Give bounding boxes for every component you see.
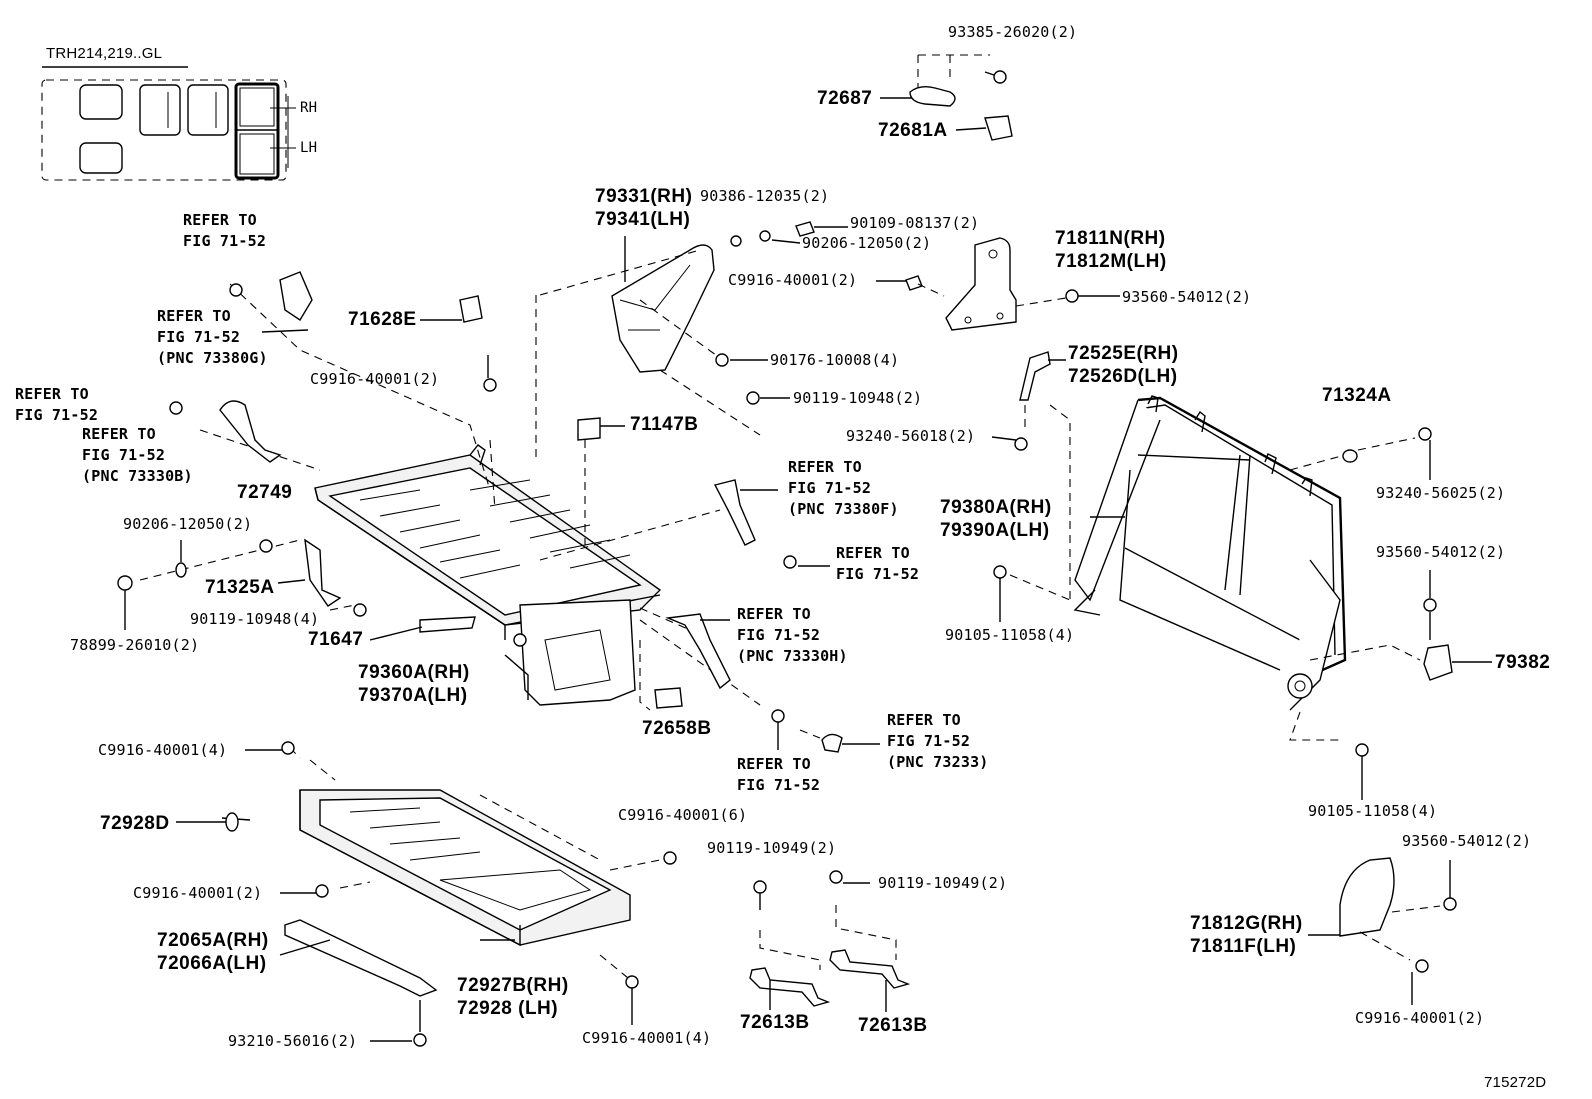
part-90109[interactable]: 90109-08137(2): [850, 214, 980, 232]
part-72658B[interactable]: 72658B: [642, 718, 712, 739]
part-71811N[interactable]: 71811N(RH): [1055, 228, 1166, 249]
part-72526D[interactable]: 72526D(LH): [1068, 366, 1178, 387]
part-90105b[interactable]: 90105-11058(4): [1308, 802, 1438, 820]
part-72065A[interactable]: 72065A(RH): [157, 930, 269, 951]
part-C9916-c[interactable]: C9916-40001(4): [98, 741, 228, 759]
part-93560a[interactable]: 93560-54012(2): [1122, 288, 1252, 306]
lever-72525E: [991, 351, 1071, 600]
part-72687[interactable]: 72687: [817, 88, 873, 109]
inset-rh-label: RH: [300, 100, 318, 116]
part-90386[interactable]: 90386-12035(2): [700, 187, 830, 205]
part-71811F[interactable]: 71811F(LH): [1190, 936, 1297, 957]
side-cover-71812G: [1308, 857, 1457, 1005]
rail-72065A: [279, 919, 438, 1047]
part-72613B-a[interactable]: 72613B: [740, 1012, 810, 1033]
part-79341[interactable]: 79341(LH): [595, 209, 691, 230]
part-93560b[interactable]: 93560-54012(2): [1376, 543, 1506, 561]
part-90119c[interactable]: 90119-10949(2): [707, 839, 837, 857]
part-79390A[interactable]: 79390A(LH): [940, 520, 1050, 541]
part-72927B[interactable]: 72927B(RH): [457, 975, 569, 996]
part-93240b[interactable]: 93240-56025(2): [1376, 484, 1506, 502]
part-71628E[interactable]: 71628E: [348, 309, 417, 330]
lower-tray-72927B: [176, 741, 677, 1025]
seatbelt-parts-left: [117, 271, 497, 630]
bracket-79331: [539, 221, 848, 436]
part-72681A[interactable]: 72681A: [878, 120, 948, 141]
part-79370A[interactable]: 79370A(LH): [358, 685, 468, 706]
part-93210[interactable]: 93210-56016(2): [228, 1032, 358, 1050]
part-C9916-d[interactable]: C9916-40001(6): [618, 806, 748, 824]
part-79360A[interactable]: 79360A(RH): [358, 662, 470, 683]
part-C9916-g[interactable]: C9916-40001(2): [1355, 1009, 1485, 1027]
part-71325A[interactable]: 71325A: [205, 577, 275, 598]
part-90176[interactable]: 90176-10008(4): [770, 351, 900, 369]
part-90119d[interactable]: 90119-10949(2): [878, 874, 1008, 892]
part-72613B-b[interactable]: 72613B: [858, 1015, 928, 1036]
part-79382[interactable]: 79382: [1495, 652, 1551, 673]
part-72066A[interactable]: 72066A(LH): [157, 953, 267, 974]
part-90105a[interactable]: 90105-11058(4): [945, 626, 1075, 644]
part-72928D[interactable]: 72928D: [100, 813, 170, 834]
inset-lh-label: LH: [300, 140, 318, 156]
part-72928[interactable]: 72928 (LH): [457, 998, 559, 1019]
part-93240a[interactable]: 93240-56018(2): [846, 427, 976, 445]
part-71812G[interactable]: 71812G(RH): [1190, 913, 1303, 934]
diagram-id: 715272D: [1484, 1074, 1547, 1091]
part-90119a[interactable]: 90119-10948(2): [793, 389, 923, 407]
part-90119b[interactable]: 90119-10948(4): [190, 610, 320, 628]
part-79380A[interactable]: 79380A(RH): [940, 497, 1052, 518]
part-71147B[interactable]: 71147B: [630, 414, 699, 435]
part-90206a[interactable]: 90206-12050(2): [802, 234, 932, 252]
bracket-71811N: [876, 237, 1120, 331]
part-C9916-b[interactable]: C9916-40001(2): [310, 370, 440, 388]
part-93560c[interactable]: 93560-54012(2): [1402, 832, 1532, 850]
seat-cushion-frame: [139, 283, 761, 711]
seat-layout-inset: [41, 66, 296, 181]
inset-model-code: TRH214,219..GL: [46, 45, 163, 62]
brackets-72613B: [749, 870, 911, 1012]
part-C9916-a[interactable]: C9916-40001(2): [728, 271, 858, 289]
part-71647[interactable]: 71647: [308, 629, 364, 650]
latch-group-top: [880, 54, 1013, 141]
part-72525E[interactable]: 72525E(RH): [1068, 343, 1179, 364]
part-71324A[interactable]: 71324A: [1322, 385, 1392, 406]
seatbelt-parts-right: [577, 417, 880, 753]
part-93385[interactable]: 93385-26020(2): [948, 23, 1078, 41]
part-71812M[interactable]: 71812M(LH): [1055, 251, 1167, 272]
part-90206b[interactable]: 90206-12050(2): [123, 515, 253, 533]
part-C9916-f[interactable]: C9916-40001(4): [582, 1029, 712, 1047]
seat-back-frame: [993, 395, 1492, 800]
part-79331[interactable]: 79331(RH): [595, 186, 693, 207]
part-72749[interactable]: 72749: [237, 482, 293, 503]
part-C9916-e[interactable]: C9916-40001(2): [133, 884, 263, 902]
part-78899[interactable]: 78899-26010(2): [70, 636, 200, 654]
